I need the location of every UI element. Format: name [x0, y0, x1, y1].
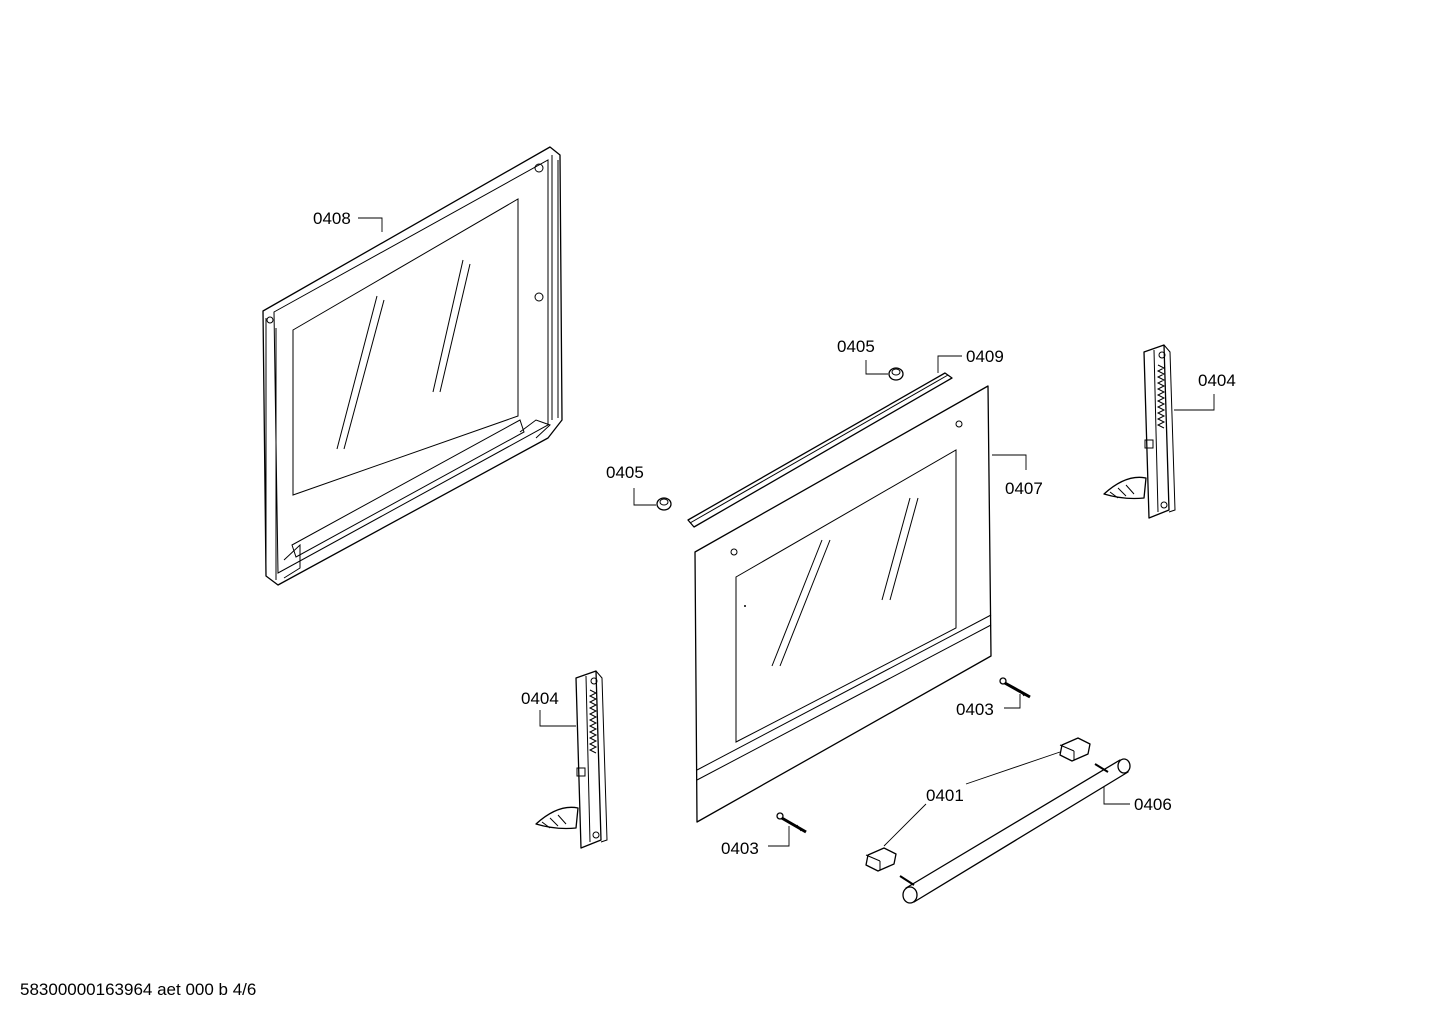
- callout-0409: 0409: [966, 347, 1004, 366]
- callout-0405-left: 0405: [606, 463, 644, 482]
- leader-0405-top: [865, 360, 888, 375]
- document-reference-footer: 58300000163964 aet 000 b 4/6: [20, 980, 257, 999]
- leader-0405-left: [633, 488, 656, 506]
- leader-0408: [358, 217, 383, 232]
- leader-0404-left: [539, 710, 576, 727]
- leader-0403-bottom: [768, 826, 790, 847]
- callout-0404-left: 0404: [521, 689, 559, 708]
- leader-0401-a: [965, 751, 1061, 785]
- callout-0403-right: 0403: [956, 700, 994, 719]
- leader-0407: [992, 454, 1027, 470]
- hinge-right: [1103, 344, 1176, 519]
- door-handle-bar: [899, 758, 1131, 904]
- leader-0401-b: [883, 803, 927, 847]
- callout-0403-bottom: 0403: [721, 839, 759, 858]
- bumper-left: [656, 497, 672, 511]
- handle-bracket-top: [1059, 737, 1091, 762]
- leader-0409: [937, 355, 962, 373]
- inner-door-panel: [262, 146, 563, 586]
- callout-0407: 0407: [1005, 479, 1043, 498]
- callout-0404-right: 0404: [1198, 371, 1236, 390]
- leader-0406: [1103, 787, 1130, 805]
- bumper-top: [888, 367, 904, 381]
- callout-0401: 0401: [926, 786, 964, 805]
- outer-glass-door: [694, 385, 992, 823]
- callout-0405-top: 0405: [837, 337, 875, 356]
- callout-0408: 0408: [313, 209, 351, 228]
- screw-bottom: [776, 812, 807, 834]
- handle-bracket-bottom: [865, 847, 897, 872]
- door-seal-strip: [687, 372, 953, 528]
- callout-0406: 0406: [1134, 795, 1172, 814]
- hinge-left: [535, 670, 608, 849]
- leader-0404-right: [1174, 394, 1215, 411]
- leader-0403-right: [1004, 694, 1021, 709]
- screw-right: [999, 677, 1031, 699]
